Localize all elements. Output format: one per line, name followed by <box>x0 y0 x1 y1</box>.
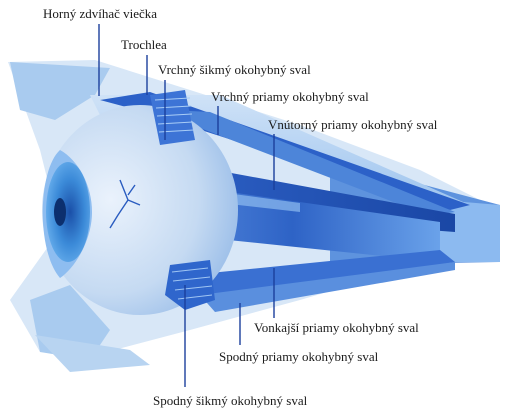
label-medial-rectus: Vnútorný priamy okohybný sval <box>268 117 438 132</box>
label-levator: Horný zdvíhač viečka <box>43 6 157 21</box>
label-trochlea: Trochlea <box>121 37 167 52</box>
label-superior-oblique: Vrchný šikmý okohybný sval <box>158 62 311 77</box>
label-inferior-rectus: Spodný priamy okohybný sval <box>219 349 379 364</box>
label-superior-rectus: Vrchný priamy okohybný sval <box>211 89 369 104</box>
label-lateral-rectus: Vonkajší priamy okohybný sval <box>254 320 419 335</box>
label-inferior-oblique: Spodný šikmý okohybný sval <box>153 393 308 408</box>
